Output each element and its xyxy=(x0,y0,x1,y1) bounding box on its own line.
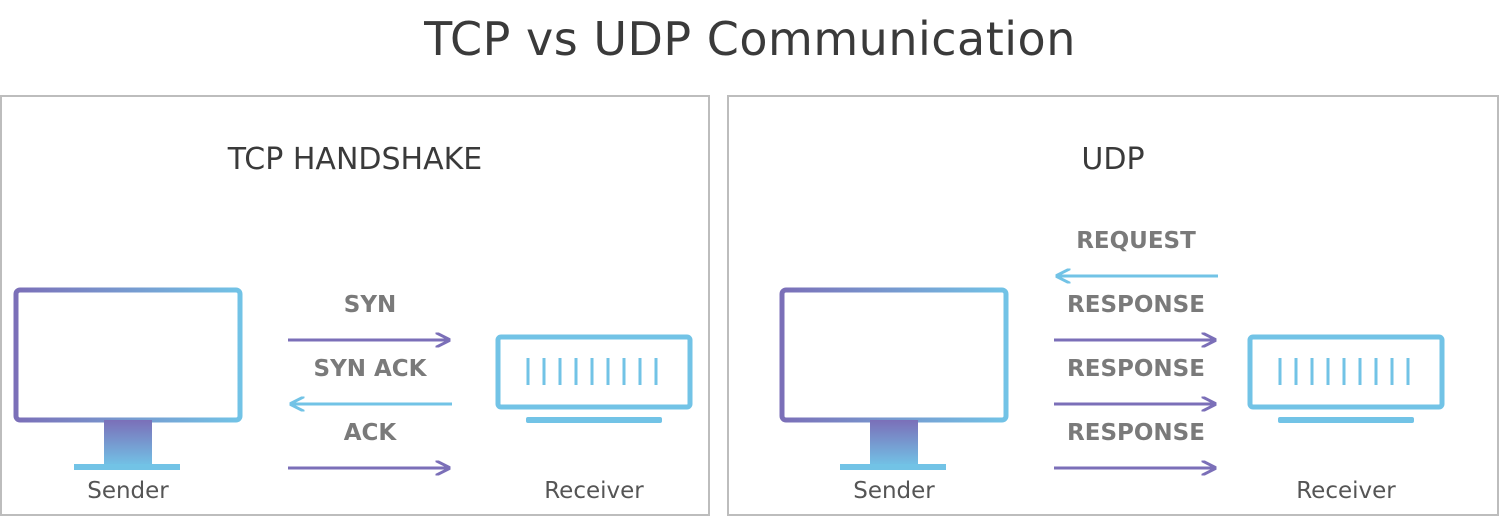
udp-panel: UDP xyxy=(727,95,1499,516)
udp-panel-title: UDP xyxy=(1081,142,1145,177)
tcp-receiver-label: Receiver xyxy=(544,478,644,504)
tcp-message-label: SYN ACK xyxy=(313,356,427,382)
tcp-panel-title: TCP HANDSHAKE xyxy=(227,142,483,177)
udp-receiver-device-icon xyxy=(1247,334,1445,423)
udp-message-label: RESPONSE xyxy=(1067,420,1205,446)
udp-message-label: REQUEST xyxy=(1076,228,1196,254)
diagram-title: TCP vs UDP Communication xyxy=(424,12,1076,66)
udp-message-label: RESPONSE xyxy=(1067,292,1205,318)
udp-receiver-label: Receiver xyxy=(1296,478,1396,504)
tcp-message-label: SYN xyxy=(343,292,397,318)
tcp-sender-label: Sender xyxy=(87,478,169,504)
udp-message-label: RESPONSE xyxy=(1067,356,1205,382)
tcp-message-label: ACK xyxy=(343,420,397,446)
tcp-sender-monitor-icon xyxy=(13,287,243,470)
udp-sender-monitor-icon xyxy=(779,287,1009,470)
tcp-receiver-device-icon xyxy=(495,334,693,423)
udp-sender-label: Sender xyxy=(853,478,935,504)
